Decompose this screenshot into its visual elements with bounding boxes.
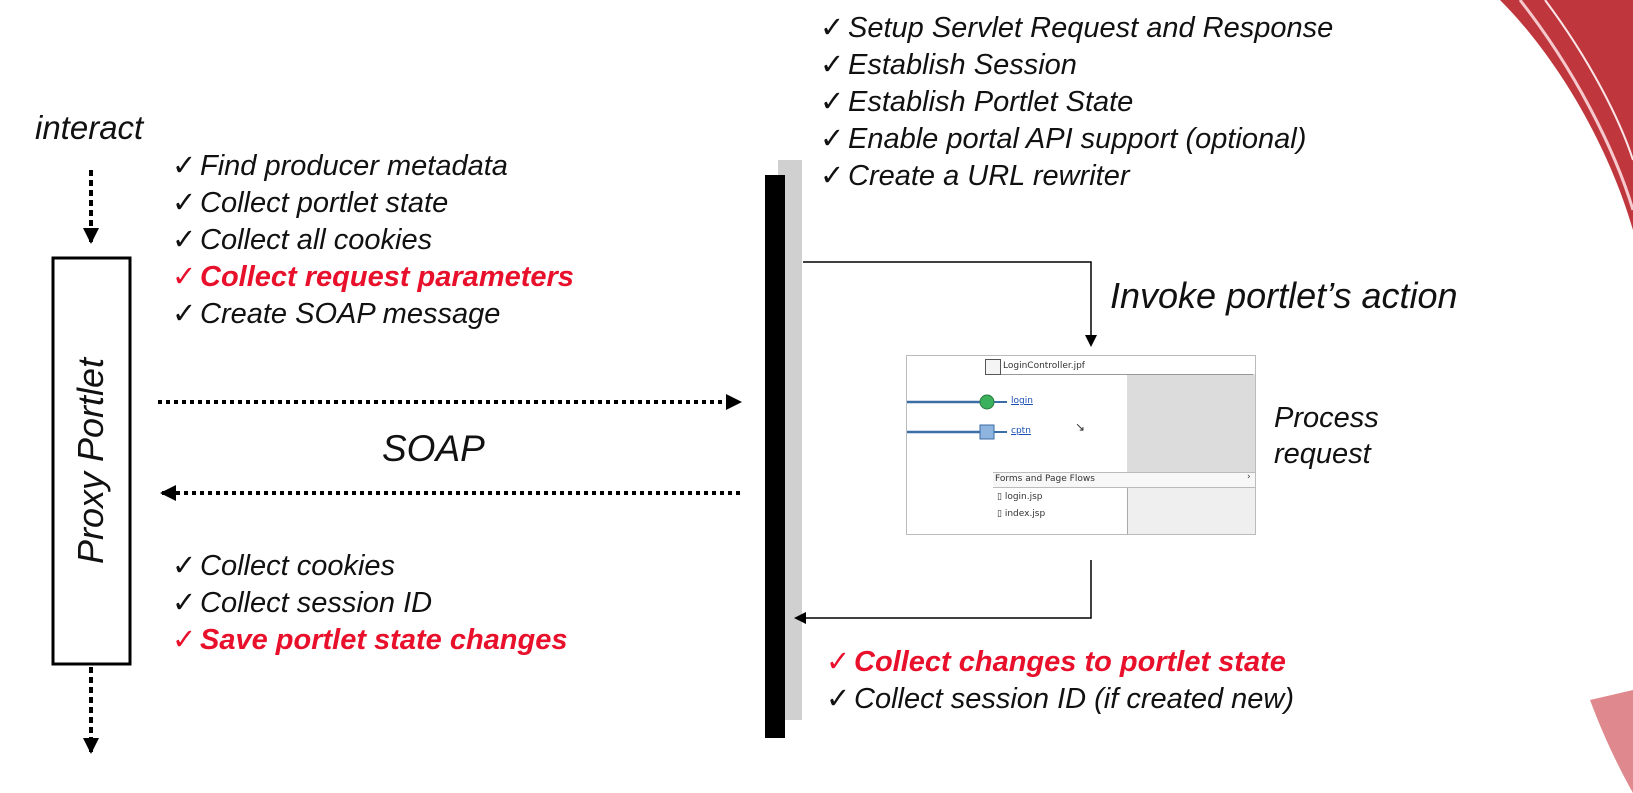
check-icon: ✓ [826, 683, 851, 715]
producer-setup-checklist: ✓Setup Servlet Request and Response ✓Est… [820, 10, 1333, 195]
step-text: Find producer metadata [200, 150, 508, 182]
thumbnail-section-bar [993, 472, 1255, 488]
checklist-item: ✓Enable portal API support (optional) [820, 121, 1333, 158]
check-icon: ✓ [820, 123, 845, 155]
step-text: Setup Servlet Request and Response [848, 12, 1334, 44]
step-text: Establish Portlet State [848, 86, 1134, 118]
thumbnail-title-bar [993, 362, 1253, 375]
check-icon: ✓ [820, 49, 845, 81]
decorative-swoosh [1500, 0, 1633, 793]
checklist-item: ✓Collect session ID (if created new) [826, 681, 1294, 718]
checklist-item: ✓Establish Portlet State [820, 84, 1333, 121]
page-flow-thumbnail: LoginController.jpf login cptn ↘ Forms a… [906, 355, 1256, 535]
process-label-line: Process [1274, 402, 1379, 434]
thumbnail-action-2: cptn [1011, 426, 1031, 436]
check-icon: ✓ [820, 86, 845, 118]
step-text: Collect all cookies [200, 224, 433, 256]
proxy-portlet-box [51, 256, 132, 666]
invoke-action-label: Invoke portlet’s action [1110, 275, 1458, 316]
file-icon [985, 359, 1001, 375]
check-icon: ✓ [172, 298, 197, 330]
process-label-line: request [1274, 438, 1371, 470]
thumbnail-section-label: Forms and Page Flows [995, 474, 1095, 484]
check-icon: ✓ [820, 160, 845, 192]
step-text: Collect cookies [200, 550, 396, 582]
checklist-item-highlight: ✓Save portlet state changes [172, 622, 567, 659]
checklist-item: ✓Establish Session [820, 47, 1333, 84]
step-text: Collect changes to portlet state [854, 646, 1286, 678]
step-text: Create SOAP message [200, 298, 501, 330]
step-text: Establish Session [848, 49, 1077, 81]
check-icon: ✓ [172, 587, 197, 619]
checklist-item: ✓Collect session ID [172, 585, 567, 622]
soap-label: SOAP [382, 428, 485, 469]
invoke-connector [803, 261, 1097, 347]
check-icon: ✓ [820, 12, 845, 44]
step-text: Collect session ID (if created new) [854, 683, 1294, 715]
checklist-item: ✓Collect cookies [172, 548, 567, 585]
check-icon: ✓ [826, 646, 851, 678]
checklist-item-highlight: ✓Collect request parameters [172, 259, 574, 296]
check-icon: ✓ [172, 224, 197, 256]
thumbnail-pane [1127, 374, 1255, 472]
thumbnail-file-1: ▯ login.jsp [997, 492, 1043, 502]
step-text: Collect portlet state [200, 187, 449, 219]
thumbnail-section-chevron-icon: › [1247, 472, 1251, 482]
action-links-graphic [907, 394, 1007, 440]
checklist-item: ✓Find producer metadata [172, 148, 574, 185]
checklist-item: ✓Create SOAP message [172, 296, 574, 333]
thumbnail-title: LoginController.jpf [1003, 361, 1085, 371]
file-icon: ▯ [997, 509, 1002, 519]
check-icon: ✓ [172, 261, 197, 293]
producer-bar [765, 175, 785, 738]
cursor-icon: ↘ [1075, 420, 1086, 434]
checklist-item-highlight: ✓Collect changes to portlet state [826, 644, 1294, 681]
check-icon: ✓ [172, 624, 197, 656]
return-connector [794, 560, 1092, 624]
proxy-portlet-label: Proxy Portlet [70, 357, 111, 565]
step-text: Collect session ID [200, 587, 433, 619]
thumbnail-file-2: ▯ index.jsp [997, 509, 1045, 519]
step-text: Enable portal API support (optional) [848, 123, 1307, 155]
thumbnail-pane-lower [1127, 487, 1255, 534]
consumer-request-checklist: ✓Find producer metadata ✓Collect portlet… [172, 148, 574, 333]
check-icon: ✓ [172, 550, 197, 582]
consumer-response-checklist: ✓Collect cookies ✓Collect session ID ✓Sa… [172, 548, 567, 659]
step-text: Create a URL rewriter [848, 160, 1130, 192]
step-text: Collect request parameters [200, 261, 574, 293]
file-icon: ▯ [997, 492, 1002, 502]
file-name: index.jsp [1004, 509, 1046, 519]
checklist-item: ✓Collect all cookies [172, 222, 574, 259]
checklist-item: ✓Collect portlet state [172, 185, 574, 222]
step-text: Save portlet state changes [200, 624, 568, 656]
checklist-item: ✓Create a URL rewriter [820, 158, 1333, 195]
interact-label: interact [35, 109, 144, 146]
thumbnail-action-login: login [1011, 396, 1033, 406]
producer-finish-checklist: ✓Collect changes to portlet state ✓Colle… [826, 644, 1294, 718]
check-icon: ✓ [172, 187, 197, 219]
process-request-label: Process request [1274, 400, 1379, 472]
check-icon: ✓ [172, 150, 197, 182]
checklist-item: ✓Setup Servlet Request and Response [820, 10, 1333, 47]
file-name: login.jsp [1004, 492, 1043, 502]
